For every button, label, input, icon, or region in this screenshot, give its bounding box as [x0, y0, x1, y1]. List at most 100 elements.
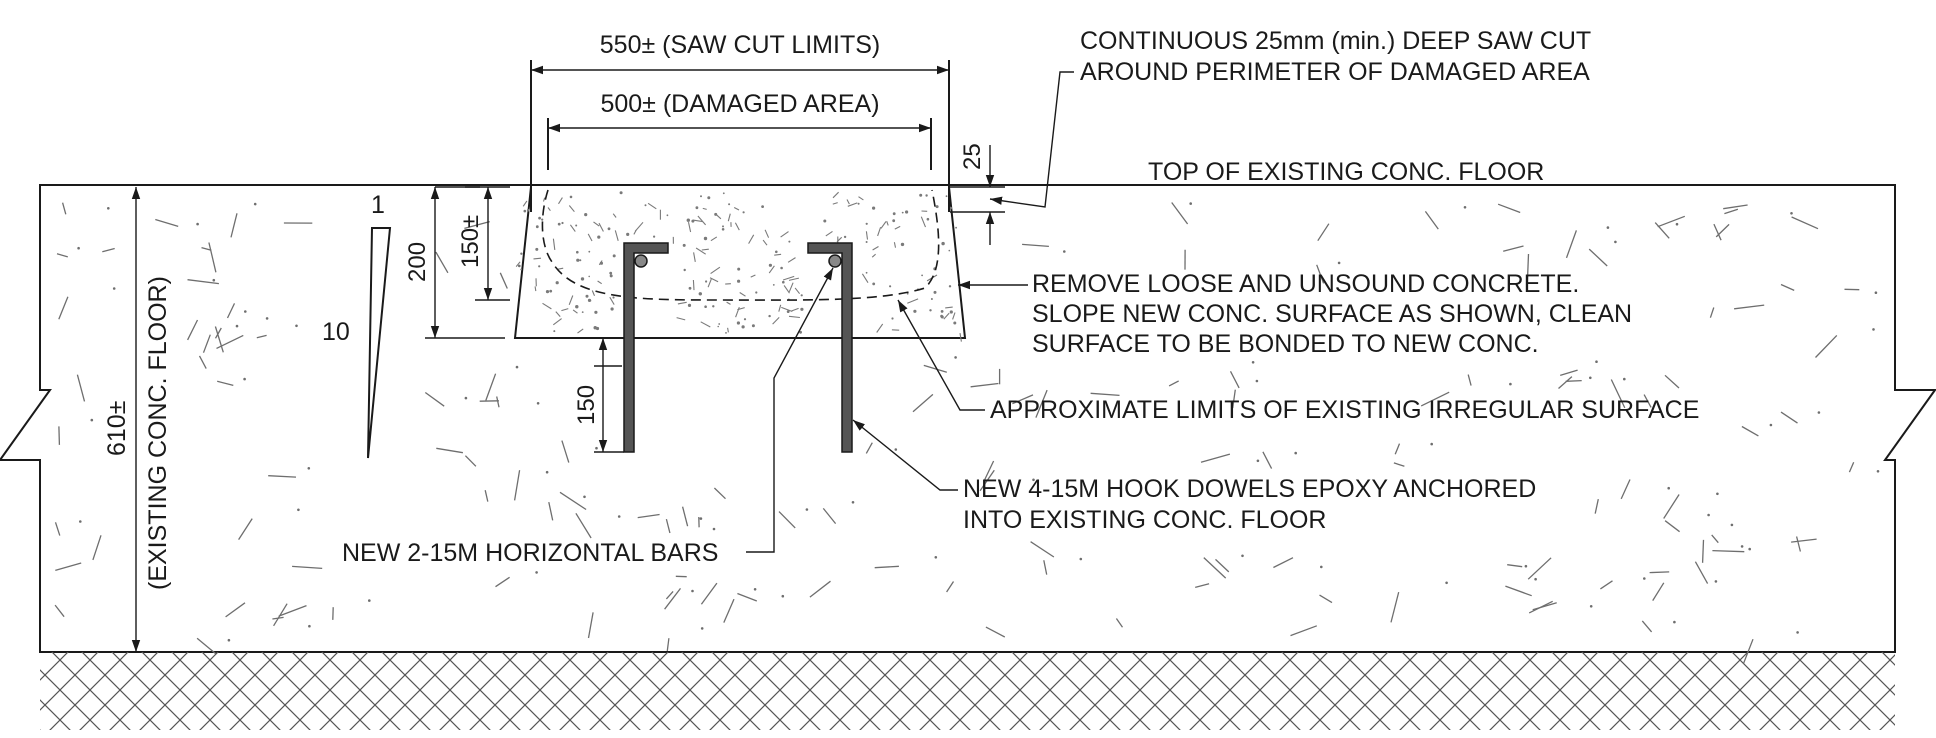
new-aggregate-mark: [647, 202, 657, 210]
aggregate-mark: [217, 380, 234, 387]
aggregate-mark: [1527, 557, 1552, 580]
new-aggregate-dot: [555, 281, 559, 285]
new-aggregate-dot: [545, 290, 550, 294]
new-aggregate-mark: [709, 277, 719, 283]
new-aggregate-dot: [612, 296, 615, 299]
new-aggregate-mark: [781, 306, 793, 313]
aggregate-mark: [1168, 380, 1180, 387]
aggregate-mark: [1262, 451, 1273, 469]
aggregate-mark: [55, 562, 82, 572]
aggregate-mark: [1652, 582, 1665, 601]
aggregate-mark: [424, 391, 445, 407]
aggregate-mark: [256, 334, 267, 339]
aggregate-mark: [1467, 374, 1472, 386]
remove-note-line-2: SLOPE NEW CONC. SURFACE AS SHOWN, CLEAN: [1032, 300, 1632, 328]
new-aggregate-dot: [700, 195, 702, 198]
slope-run-label: 10: [322, 318, 350, 346]
aggregate-mark: [1734, 304, 1765, 310]
aggregate-dot: [1675, 222, 1679, 226]
new-aggregate-mark: [515, 261, 521, 267]
new-aggregate-mark: [702, 207, 707, 210]
aggregate-mark: [1503, 245, 1524, 252]
new-aggregate-mark: [726, 301, 731, 305]
aggregate-mark: [273, 603, 288, 627]
new-aggregate-dot: [714, 212, 718, 216]
new-aggregate-dot: [584, 213, 588, 217]
aggregate-dot: [1876, 470, 1880, 473]
aggregate-mark: [201, 246, 212, 251]
new-aggregate-dot: [800, 294, 803, 297]
aggregate-mark: [214, 327, 222, 339]
aggregate-dot: [1790, 212, 1793, 215]
aggregate-dot: [1796, 631, 1799, 634]
new-aggregate-mark: [577, 328, 584, 334]
new-aggregate-dot: [925, 194, 928, 197]
new-aggregate-dot: [823, 219, 827, 223]
aggregate-mark: [575, 512, 592, 539]
new-aggregate-mark: [692, 219, 703, 223]
aggregate-mark: [485, 373, 497, 401]
aggregate-mark: [436, 447, 464, 454]
new-aggregate-dot: [579, 259, 582, 262]
aggregate-dot: [851, 501, 855, 504]
aggregate-mark: [155, 218, 179, 228]
aggregate-mark: [58, 296, 69, 320]
aggregate-mark: [665, 590, 674, 600]
aggregate-mark: [737, 592, 758, 602]
remove-note-line-1: REMOVE LOOSE AND UNSOUND CONCRETE.: [1032, 270, 1579, 298]
new-aggregate-mark: [876, 323, 884, 333]
new-aggregate-dot: [691, 219, 695, 223]
new-aggregate-mark: [569, 224, 576, 232]
aggregate-mark: [1273, 557, 1294, 569]
new-aggregate-dot: [788, 240, 791, 243]
aggregate-dot: [753, 588, 757, 591]
aggregate-dot: [107, 207, 110, 210]
aggregate-mark: [1012, 394, 1034, 405]
aggregate-mark: [946, 581, 955, 593]
aggregate-dot: [691, 589, 694, 593]
new-aggregate-dot: [535, 225, 539, 229]
new-aggregate-mark: [872, 246, 879, 251]
aggregate-dot: [1769, 423, 1773, 427]
new-aggregate-mark: [780, 231, 789, 238]
aggregate-mark: [1649, 571, 1670, 574]
aggregate-dot: [368, 599, 371, 602]
aggregate-mark: [58, 426, 61, 445]
new-aggregate-dot: [743, 318, 747, 321]
aggregate-mark: [1588, 248, 1608, 267]
new-aggregate-dot: [941, 241, 945, 246]
new-aggregate-dot: [589, 299, 592, 302]
new-aggregate-mark: [748, 234, 755, 244]
aggregate-mark: [865, 442, 873, 454]
new-concrete-aggregate: [515, 191, 962, 342]
new-aggregate-mark: [697, 215, 707, 226]
aggregate-mark: [778, 511, 796, 529]
new-aggregate-mark: [695, 247, 706, 255]
aggregate-mark: [268, 475, 297, 478]
aggregate-dot: [1707, 513, 1710, 517]
new-aggregate-dot: [945, 195, 948, 198]
new-aggregate-mark: [750, 274, 756, 278]
dowel-embedment-label: 150: [573, 385, 600, 425]
horizontal-bars-note: NEW 2-15M HORIZONTAL BARS: [342, 267, 834, 567]
new-aggregate-dot: [949, 206, 953, 210]
aggregate-mark: [292, 565, 323, 570]
new-aggregate-dot: [695, 206, 699, 210]
aggregate-mark: [54, 522, 61, 536]
aggregate-mark: [1848, 461, 1855, 473]
new-aggregate-dot: [940, 310, 944, 313]
new-aggregate-mark: [552, 238, 556, 250]
aggregate-dot: [1817, 411, 1821, 414]
aggregate-mark: [1815, 334, 1838, 358]
repair-zone: [513, 186, 967, 342]
new-aggregate-mark: [774, 253, 782, 256]
new-aggregate-dot: [872, 282, 876, 286]
new-aggregate-mark: [871, 253, 876, 258]
aggregate-mark: [1664, 520, 1680, 533]
aggregate-mark: [1723, 204, 1748, 210]
aggregate-mark: [822, 507, 837, 525]
new-aggregate-dot: [609, 271, 613, 275]
aggregate-mark: [1711, 534, 1719, 544]
new-aggregate-dot: [712, 305, 715, 308]
new-aggregate-dot: [780, 266, 783, 270]
